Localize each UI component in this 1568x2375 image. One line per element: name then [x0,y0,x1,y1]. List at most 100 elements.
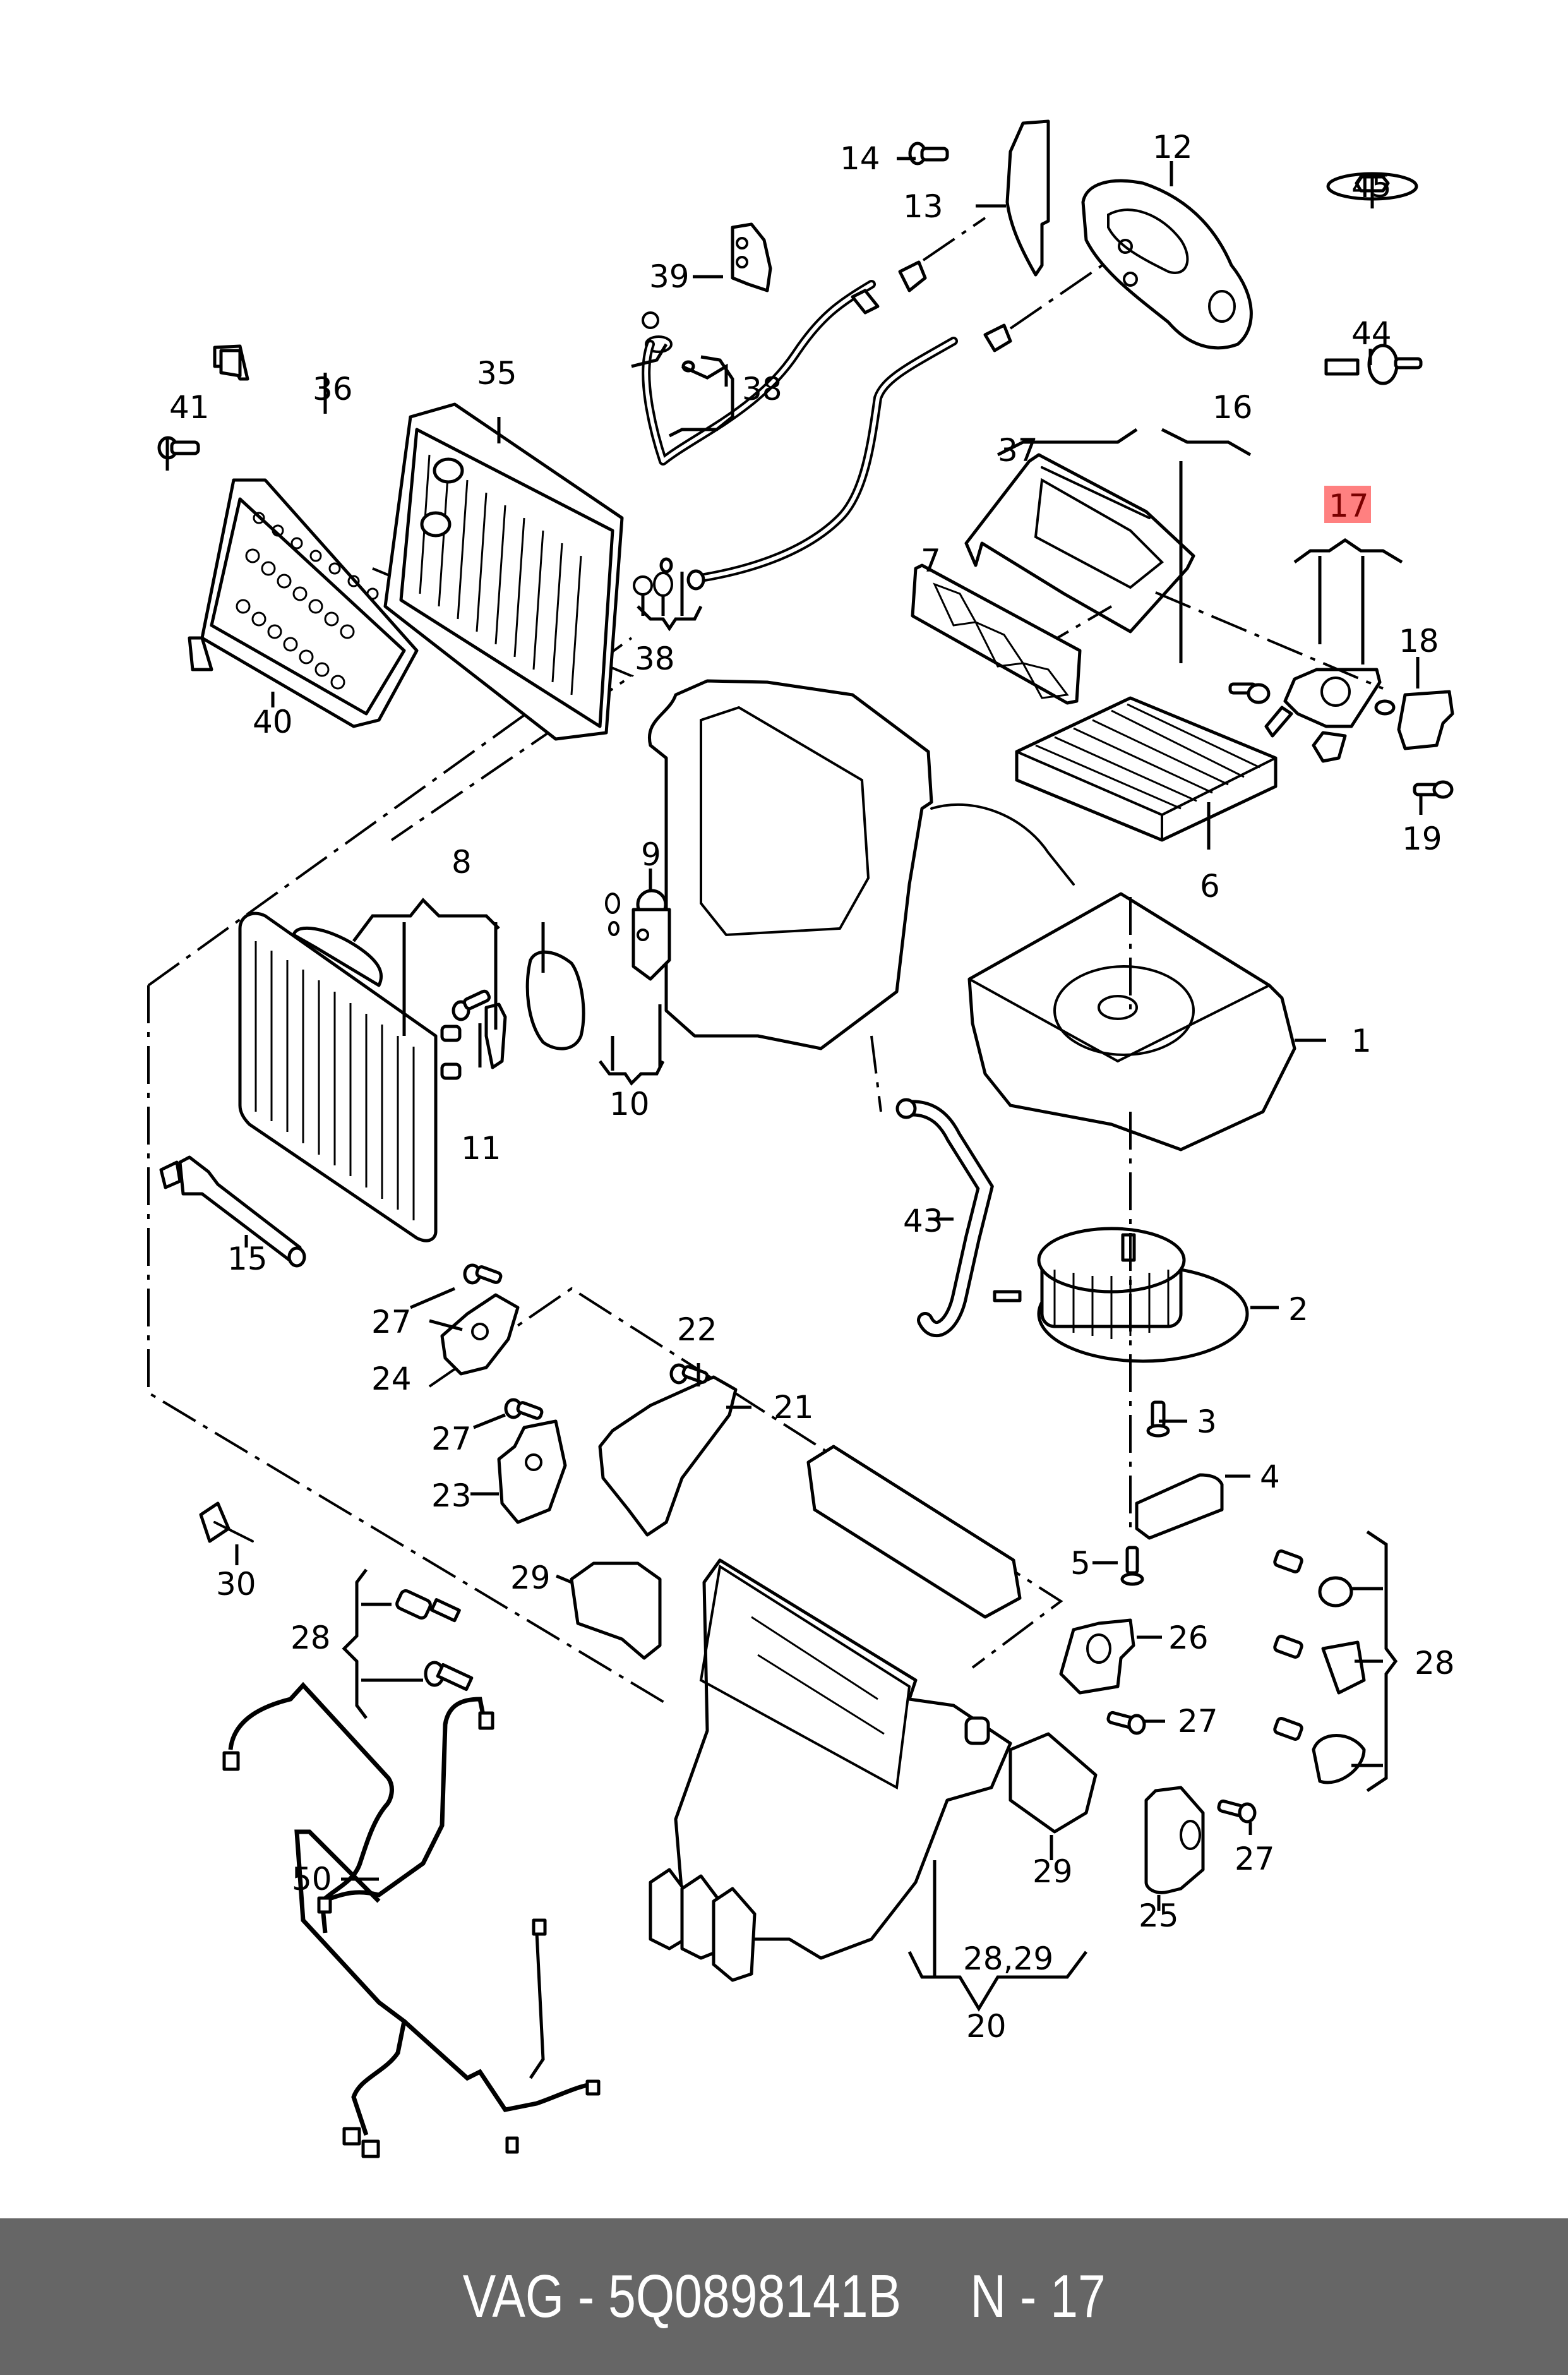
part-38-clips-lower [633,557,673,597]
callout-4: 4 [1260,1458,1280,1495]
callout-21: 21 [774,1389,814,1426]
part-4-cover [1135,1473,1224,1540]
callout-27-a: 27 [371,1304,412,1340]
part-30-clip [199,1501,254,1543]
part-26-servo-motor [1059,1618,1135,1695]
part-caption: VAG - 5Q0898141B N - 17 [462,2263,1106,2330]
part-9-expansion-valve [631,889,671,981]
part-17-actuator-assembly [1155,591,1384,763]
part-29-motor-a [570,1561,662,1660]
callout-28-29: 28,29 [963,1940,1053,1977]
callout-2: 2 [1288,1291,1308,1328]
callout-27-b: 27 [431,1421,472,1457]
callout-18: 18 [1399,623,1439,659]
callout-1: 1 [1351,1023,1372,1059]
part-40-heater-frame [188,478,419,728]
part-5-screw [1120,1546,1144,1586]
callout-28-left: 28 [290,1620,331,1656]
part-21-bracket [598,1375,738,1537]
leader-evaporator-housing [870,1035,882,1112]
part-43-drain-hose [895,1098,994,1337]
callout-10: 10 [609,1086,650,1122]
part-22-screw [669,1363,709,1385]
callout-40: 40 [253,704,293,740]
part-50-wiring-harness [222,1681,601,2158]
callout-29-a: 29 [510,1560,551,1596]
callout-25: 25 [1139,1897,1179,1934]
callout-28-right: 28 [1415,1645,1455,1681]
part-27-screw-c [1106,1711,1146,1735]
part-28-sensors-right [1273,1549,1366,1784]
part-info-footer: VAG - 5Q0898141B N - 17 [0,2218,1568,2375]
callout-30: 30 [216,1566,256,1602]
callout-14: 14 [840,140,880,177]
part-10-seals [605,893,620,936]
callout-35: 35 [477,355,517,392]
callout-38-lower: 38 [635,640,675,677]
part-27-screw-a [463,1263,503,1285]
callout-29-b: 29 [1032,1853,1073,1890]
callout-17-highlighted[interactable]: 17 [1329,488,1369,524]
part-35-heat-exchanger [383,402,624,741]
callout-50: 50 [292,1861,332,1897]
callout-19: 19 [1402,821,1442,857]
callout-12: 12 [1152,129,1193,165]
callout-36: 36 [313,371,353,407]
callout-9: 9 [641,836,661,873]
part-13-cover [1005,119,1050,277]
part-41-bolt [157,436,200,460]
part-3-screw [1146,1400,1170,1438]
callout-7: 7 [921,543,941,579]
callout-37: 37 [998,432,1038,469]
assembly-boundary-left [147,985,671,1707]
part-36-bracket [213,344,249,381]
part-27-screw-d [1217,1799,1257,1824]
part-15-sensor [159,1155,306,1268]
part-6-dust-filter [1015,696,1278,842]
callout-38-upper: 38 [742,371,782,407]
callout-39: 39 [649,258,690,295]
callout-27-c: 27 [1178,1703,1218,1740]
callout-20: 20 [966,2008,1007,2045]
callout-27-d: 27 [1235,1841,1275,1877]
part-37-pipes [642,217,1113,591]
callout-13: 13 [903,188,943,225]
part-12-seal [1081,179,1253,350]
callout-43: 43 [903,1203,943,1239]
part-28-sensors-left [395,1589,474,1692]
part-44-stud [1324,344,1423,385]
callout-11: 11 [461,1130,501,1167]
callout-45: 45 [1351,168,1392,205]
callout-22: 22 [677,1311,717,1348]
part-14-bolt [908,141,949,165]
callout-6: 6 [1200,868,1220,905]
part-20-air-distribution-housing [649,1445,1022,1982]
callout-44: 44 [1351,315,1392,352]
part-25-servo-motor [1144,1786,1205,1894]
part-2-blower-fan [993,1227,1249,1363]
part-16-inlet-housing [964,453,1195,652]
callout-24: 24 [371,1361,412,1397]
part-24-servo-motor [440,1293,520,1376]
callout-26: 26 [1168,1620,1209,1656]
part-29-motor-b [1008,1732,1098,1834]
part-39-block [731,222,772,292]
main-heater-housing [647,679,1075,1050]
callout-23: 23 [431,1477,472,1514]
leader-lines [165,157,1423,2012]
part-18-servo-motor [1374,690,1454,750]
callout-8: 8 [452,844,472,881]
highlight-box-17 [1324,486,1371,523]
part-7-flap-grille [911,563,1082,705]
part-11-bolt [452,989,491,1021]
parts-diagram: 14 13 12 45 39 44 36 35 38 41 16 37 17 7… [147,119,1455,2158]
callout-3: 3 [1197,1404,1217,1440]
part-8-evaporator [238,911,585,1242]
callout-16: 16 [1212,389,1253,426]
callout-41: 41 [169,389,210,426]
part-27-screw-b [504,1398,544,1420]
part-1-blower-housing [967,892,1296,1151]
callout-5: 5 [1070,1545,1091,1582]
part-23-servo-motor [497,1419,567,1524]
callout-labels: 14 13 12 45 39 44 36 35 38 41 16 37 17 7… [169,129,1455,2045]
